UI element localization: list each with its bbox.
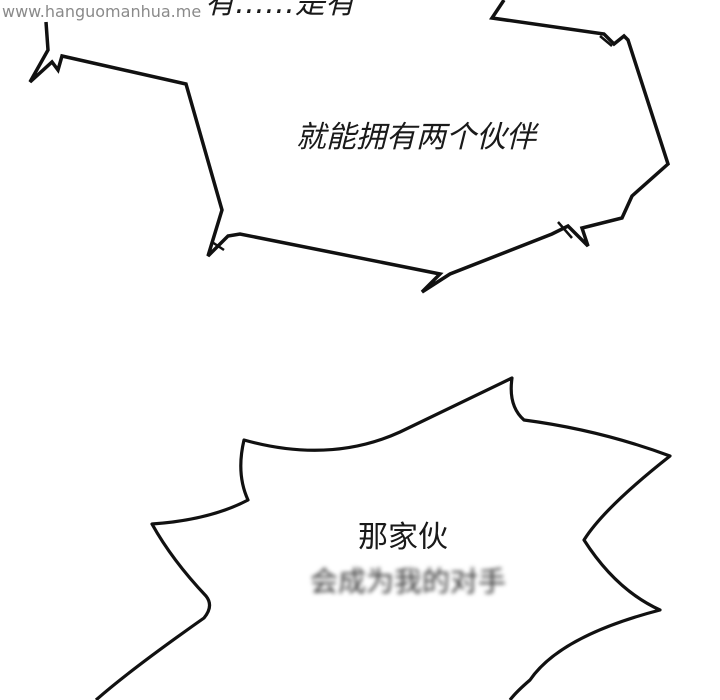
bubble-one-text: 就能拥有两个伙伴 [296, 120, 536, 155]
bubble-tick-marks [211, 35, 613, 252]
bubble-two-line-two-blurred: 会成为我的对手 [310, 565, 507, 598]
bubble-two-line-one: 那家伙 [358, 520, 448, 555]
watermark-text: www.hanguomanhua.me [2, 2, 202, 21]
spiky-speech-bubble-top [28, 0, 671, 294]
cut-off-dialogue-top: 有……是有 [205, 0, 355, 21]
scalloped-shout-bubble-bottom [94, 376, 672, 700]
